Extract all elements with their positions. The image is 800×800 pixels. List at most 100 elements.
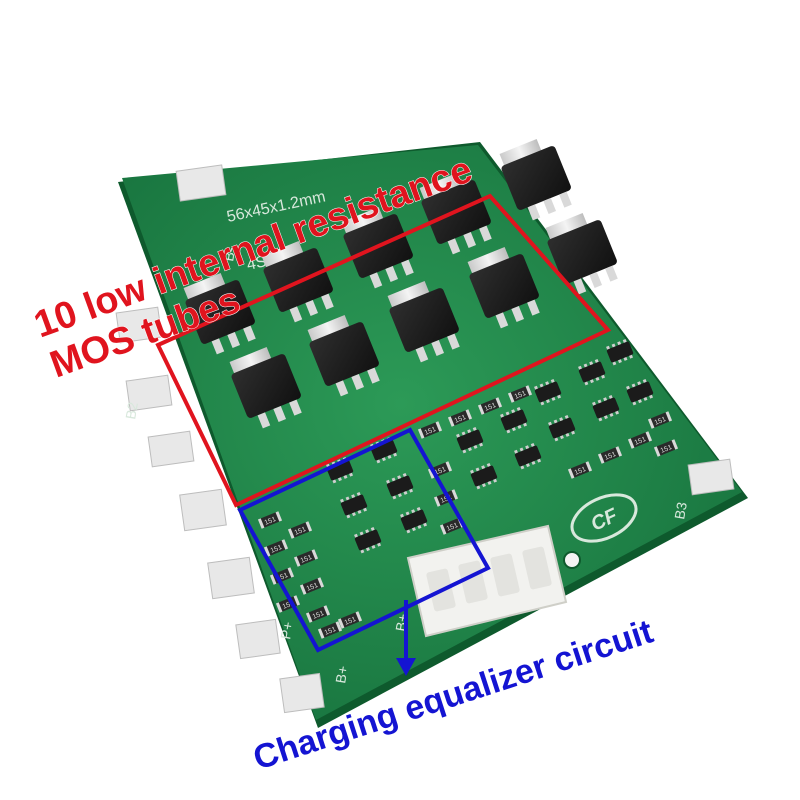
smd-resistor: 151 (597, 446, 623, 464)
resistor-end (495, 397, 503, 408)
ic-pin (623, 356, 628, 361)
ic-pin (642, 378, 647, 383)
resistor-end (585, 461, 593, 472)
ic-chip (340, 491, 368, 519)
ic-pin (523, 422, 528, 427)
resistor-body (259, 511, 281, 529)
ic-pin (475, 467, 480, 472)
mosfet-lead (243, 325, 256, 342)
resistor-end (293, 556, 301, 567)
ic-body (370, 439, 398, 461)
ic-pin (403, 490, 408, 495)
ic-pin (476, 485, 481, 490)
ic-pin (632, 401, 637, 406)
mosfet-tab (419, 172, 462, 201)
ic-pin (637, 399, 642, 404)
resistor-body (319, 621, 341, 639)
ic-pin (392, 495, 397, 500)
resistor-code: 151 (300, 554, 314, 565)
resistor-end (507, 392, 515, 403)
resistor-body (277, 595, 299, 613)
resistor-end (337, 618, 345, 629)
ic-body (386, 475, 414, 497)
resistor-body (655, 439, 677, 457)
resistor-end (257, 518, 265, 529)
resistor-end (417, 428, 425, 439)
mosfet-lead (227, 331, 241, 348)
ic-pin (462, 449, 467, 454)
resistor-end (293, 595, 301, 606)
ic-pin (363, 507, 368, 512)
mosfet-lead (495, 312, 509, 329)
ic-pin (551, 396, 556, 401)
ic-pin (530, 442, 535, 447)
ic-pin (606, 345, 610, 350)
silk-b2: B2 (122, 401, 141, 421)
resistor-code: 151 (660, 444, 674, 455)
resistor-code: 151 (634, 436, 648, 447)
resistor-end (275, 602, 283, 613)
ic-chip (578, 358, 606, 386)
silk-pplus: P+ (277, 620, 296, 640)
smd-resistor: 151 (507, 385, 533, 403)
resistor-end (269, 574, 277, 585)
ic-chip (456, 426, 484, 454)
resistor-body (479, 397, 501, 415)
ic-pin (589, 361, 594, 366)
ic-chip (400, 506, 428, 534)
resistor-code: 151 (654, 416, 668, 427)
ic-pin (626, 385, 630, 390)
resistor-body (569, 461, 591, 479)
smd-resistor: 151 (417, 421, 443, 439)
mosfet (307, 314, 380, 397)
resistor-code: 151 (434, 466, 448, 477)
ic-pin (629, 354, 634, 359)
ic-pin (467, 447, 472, 452)
mosfet-lead (479, 225, 492, 242)
ic-pin (553, 419, 558, 424)
ic-pin (516, 406, 521, 411)
smd-resistor: 151 (447, 409, 473, 427)
smd-resistor: 151 (317, 621, 343, 639)
resistor-end (447, 416, 455, 427)
pad-b2-3 (147, 430, 195, 468)
ic-pin (467, 429, 472, 434)
ic-body (534, 381, 562, 403)
ic-pin (565, 432, 570, 437)
ic-chip (470, 462, 498, 490)
connector-slot-3 (490, 553, 520, 597)
ic-pin (381, 457, 386, 462)
resistor-body (265, 539, 287, 557)
ic-pin (402, 472, 407, 477)
mosfet-tab (387, 280, 430, 309)
pad-b3 (687, 458, 735, 496)
mosfet-lead (273, 405, 287, 422)
edge-pads (115, 164, 735, 714)
ic-body (354, 529, 382, 551)
mosfet-lead (367, 367, 380, 384)
resistor-body (435, 489, 457, 507)
ic-pin (559, 417, 564, 422)
mosfet-lead (415, 346, 429, 363)
resistor-code: 151 (270, 544, 284, 555)
mosfet-body (547, 220, 617, 284)
resistor-body (441, 517, 463, 535)
smd-resistor: 151 (337, 611, 363, 629)
ic-chip (514, 442, 542, 470)
mounting-hole (563, 551, 581, 569)
ic-pin (400, 513, 404, 518)
smd-resistor: 151 (627, 431, 653, 449)
ic-chip (386, 472, 414, 500)
mosfet-body (185, 280, 255, 344)
ic-pin (597, 399, 602, 404)
ic-body (470, 465, 498, 487)
resistor-code: 151 (454, 414, 468, 425)
resistor-end (281, 539, 289, 550)
ic-pin (595, 376, 600, 381)
resistor-code: 151 (574, 466, 588, 477)
ic-body (626, 381, 654, 403)
ic-pin (519, 447, 524, 452)
mosfet-tab (261, 240, 304, 269)
mosfet-lead (511, 305, 525, 322)
